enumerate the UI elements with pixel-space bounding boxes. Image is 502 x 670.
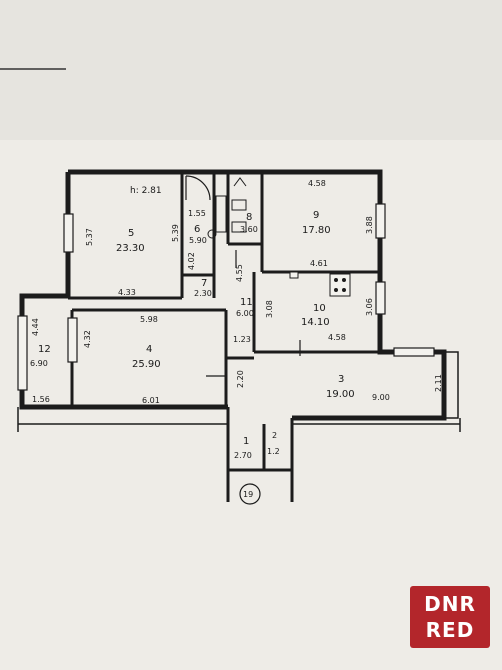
dim-6-01: 6.01 — [142, 396, 160, 405]
room-3-area: 19.00 — [326, 389, 355, 400]
dim-1-55: 1.55 — [188, 209, 206, 218]
room-10-number: 10 — [313, 303, 326, 314]
room-7-number: 7 — [201, 278, 207, 289]
logo-line-2: RED — [425, 618, 475, 642]
room-11-number: 11 — [240, 297, 253, 308]
room-3-number: 3 — [338, 374, 344, 385]
room-1-number: 1 — [243, 436, 249, 447]
interior-walls — [68, 172, 380, 502]
room-2-area: 1.2 — [267, 447, 280, 456]
dim-3-08: 3.08 — [265, 300, 274, 318]
room-8-number: 8 — [246, 212, 252, 223]
dim-3-88: 3.88 — [365, 216, 374, 234]
room-6-area: 5.90 — [189, 236, 207, 245]
stair-marker — [239, 483, 261, 505]
room-12-area: 6.90 — [30, 359, 48, 368]
dim-9-00: 9.00 — [372, 393, 390, 402]
dim-2-20: 2.20 — [236, 370, 245, 388]
dim-5-37: 5.37 — [85, 228, 94, 246]
dim-4-58-top: 4.58 — [308, 179, 326, 188]
bath-fixtures — [207, 177, 247, 239]
dim-5-98: 5.98 — [140, 315, 158, 324]
room-9-number: 9 — [313, 210, 319, 221]
room-5-area: 23.30 — [116, 243, 145, 254]
neighbour-walls — [17, 407, 461, 432]
dim-1-9: 19 — [243, 490, 253, 499]
dim-1-23: 1.23 — [233, 335, 251, 344]
dimension-labels: 5.37 5.39 4.33 1.55 4.02 4.58 3.88 4.61 … — [31, 179, 443, 499]
door-swings — [185, 175, 301, 377]
room-9-area: 17.80 — [302, 225, 331, 236]
dim-4-44: 4.44 — [31, 318, 40, 336]
balcony-right-edge — [443, 351, 459, 419]
room-4-number: 4 — [146, 344, 152, 355]
windows — [17, 203, 435, 391]
dim-4-55: 4.55 — [235, 264, 244, 282]
stove — [289, 271, 351, 297]
dim-4-02: 4.02 — [187, 252, 196, 270]
room-labels: 5 23.30 6 5.90 7 2.30 8 3.60 9 17.80 10 … — [30, 210, 355, 460]
room-2-number: 2 — [272, 431, 277, 440]
room-11-area: 6.00 — [236, 309, 254, 318]
dim-4-61: 4.61 — [310, 259, 328, 268]
room-1-area: 2.70 — [234, 451, 252, 460]
room-5-number: 5 — [128, 228, 134, 239]
dim-2-11: 2.11 — [434, 374, 443, 392]
ceiling-height-label: h: 2.81 — [130, 186, 162, 196]
dnr-red-watermark-logo: DNR RED — [410, 586, 490, 648]
dim-4-32: 4.32 — [83, 330, 92, 348]
logo-line-1: DNR — [424, 592, 476, 616]
dim-4-58-bot: 4.58 — [328, 333, 346, 342]
dim-4-33: 4.33 — [118, 288, 136, 297]
paper-top-shade — [0, 0, 502, 140]
dim-5-39: 5.39 — [171, 224, 180, 242]
dim-1-56: 1.56 — [32, 395, 50, 404]
room-8-area: 3.60 — [240, 225, 258, 234]
room-12-number: 12 — [38, 344, 51, 355]
room-7-area: 2.30 — [194, 289, 212, 298]
room-10-area: 14.10 — [301, 317, 330, 328]
dim-3-06: 3.06 — [365, 298, 374, 316]
room-6-number: 6 — [194, 224, 200, 235]
room-4-area: 25.90 — [132, 359, 161, 370]
